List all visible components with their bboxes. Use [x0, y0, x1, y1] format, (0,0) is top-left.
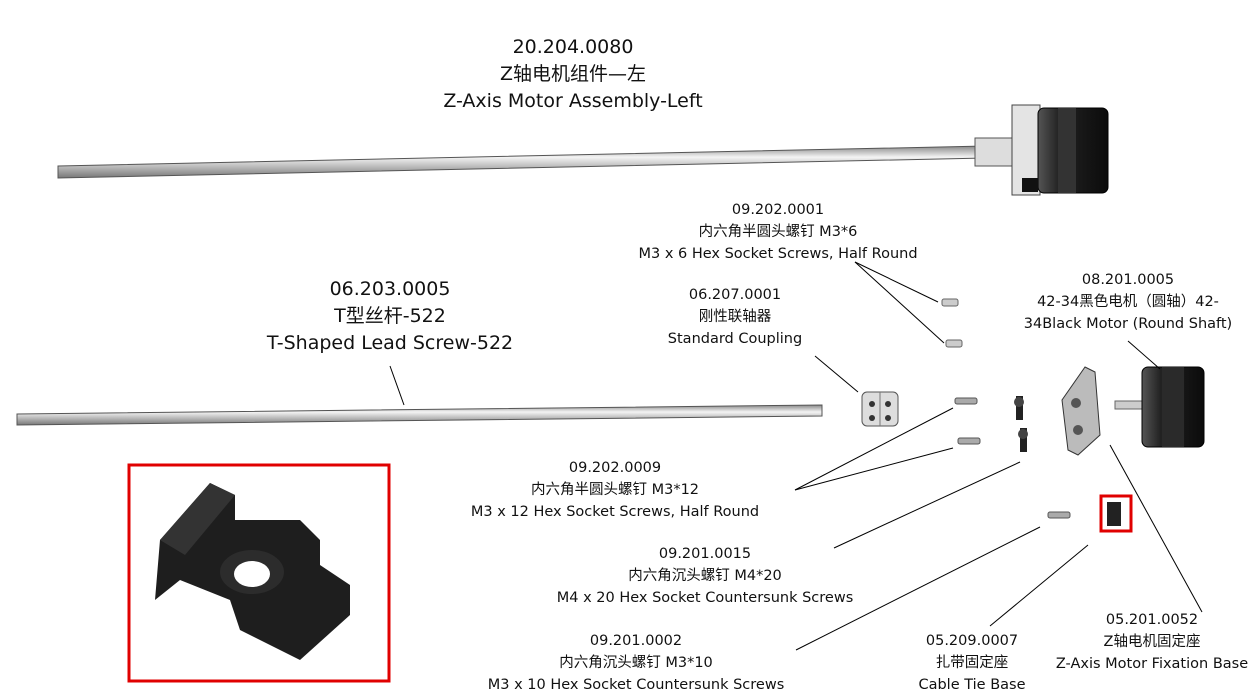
part-name-cn: 内六角沉头螺钉 M4*20 — [628, 568, 782, 584]
part-code: 09.202.0009 — [568, 460, 662, 476]
part-name-en: M3 x 12 Hex Socket Screws, Half Round — [470, 504, 760, 520]
part-name-en: Cable Tie Base — [918, 677, 1026, 693]
part-code: 08.201.0005 — [1081, 272, 1175, 288]
part-name-en: T-Shaped Lead Screw-522 — [266, 332, 514, 354]
part-name-cn: 内六角半圆头螺钉 M3*12 — [530, 482, 700, 498]
part-code: 09.202.0001 — [731, 202, 825, 218]
screws-drawing — [941, 298, 1071, 519]
part-name-en: 34Black Motor (Round Shaft) — [1023, 316, 1233, 332]
label-screw-m3x10: 09.201.0002 内六角沉头螺钉 M3*10 M3 x 10 Hex So… — [488, 630, 785, 696]
leader-lines — [389, 261, 1203, 651]
part-name-cn: 刚性联轴器 — [698, 309, 772, 325]
part-code: 09.201.0015 — [658, 546, 752, 562]
part-code: 05.201.0052 — [1105, 612, 1199, 628]
part-name-cn: 扎带固定座 — [935, 655, 1009, 671]
part-name-cn: Z轴电机固定座 — [1103, 634, 1201, 650]
part-code: 09.201.0002 — [589, 633, 683, 649]
part-name-cn: T型丝杆-522 — [334, 305, 446, 327]
label-coupling: 06.207.0001 刚性联轴器 Standard Coupling — [668, 284, 802, 350]
black-motor-drawing — [1114, 366, 1205, 448]
cable-tie-base-enlarged-view — [127, 463, 391, 683]
part-name-en: M3 x 10 Hex Socket Countersunk Screws — [487, 677, 785, 693]
label-cable-tie-base: 05.209.0007 扎带固定座 Cable Tie Base — [918, 630, 1025, 696]
label-lead-screw: 06.203.0005 T型丝杆-522 T-Shaped Lead Screw… — [267, 276, 513, 357]
part-name-cn: Z轴电机组件—左 — [499, 63, 647, 85]
part-name-en: M3 x 6 Hex Socket Screws, Half Round — [638, 246, 918, 262]
cable-tie-small-drawing — [1099, 494, 1133, 533]
label-screw-m4x20: 09.201.0015 内六角沉头螺钉 M4*20 M4 x 20 Hex So… — [557, 543, 854, 609]
part-name-en: M4 x 20 Hex Socket Countersunk Screws — [556, 590, 854, 606]
part-name-en: Standard Coupling — [667, 331, 803, 347]
part-code: 06.203.0005 — [329, 278, 451, 300]
part-name-cn: 42-34黑色电机（圆轴）42- — [1037, 294, 1219, 310]
label-motor-fixation-base: 05.201.0052 Z轴电机固定座 Z-Axis Motor Fixatio… — [1056, 609, 1248, 675]
part-name-cn: 内六角半圆头螺钉 M3*6 — [698, 224, 858, 240]
part-code: 06.207.0001 — [688, 287, 782, 303]
label-screw-m3x12: 09.202.0009 内六角半圆头螺钉 M3*12 M3 x 12 Hex S… — [471, 457, 759, 523]
part-code: 20.204.0080 — [512, 36, 634, 58]
motor-assembly-left-drawing — [57, 104, 1109, 196]
label-black-motor: 08.201.0005 42-34黑色电机（圆轴）42- 34Black Mot… — [1024, 269, 1232, 335]
lead-screw-drawing — [16, 404, 823, 426]
part-code: 05.209.0007 — [925, 633, 1019, 649]
part-name-cn: 内六角沉头螺钉 M3*10 — [559, 655, 713, 671]
label-motor-assembly-left: 20.204.0080 Z轴电机组件—左 Z-Axis Motor Assemb… — [443, 34, 702, 115]
part-name-en: Z-Axis Motor Assembly-Left — [443, 90, 703, 112]
part-name-en: Z-Axis Motor Fixation Base — [1055, 656, 1249, 672]
coupling-drawing — [861, 391, 899, 427]
label-screw-m3x6: 09.202.0001 内六角半圆头螺钉 M3*6 M3 x 6 Hex Soc… — [638, 199, 917, 265]
fixation-base-drawing — [1061, 366, 1101, 456]
